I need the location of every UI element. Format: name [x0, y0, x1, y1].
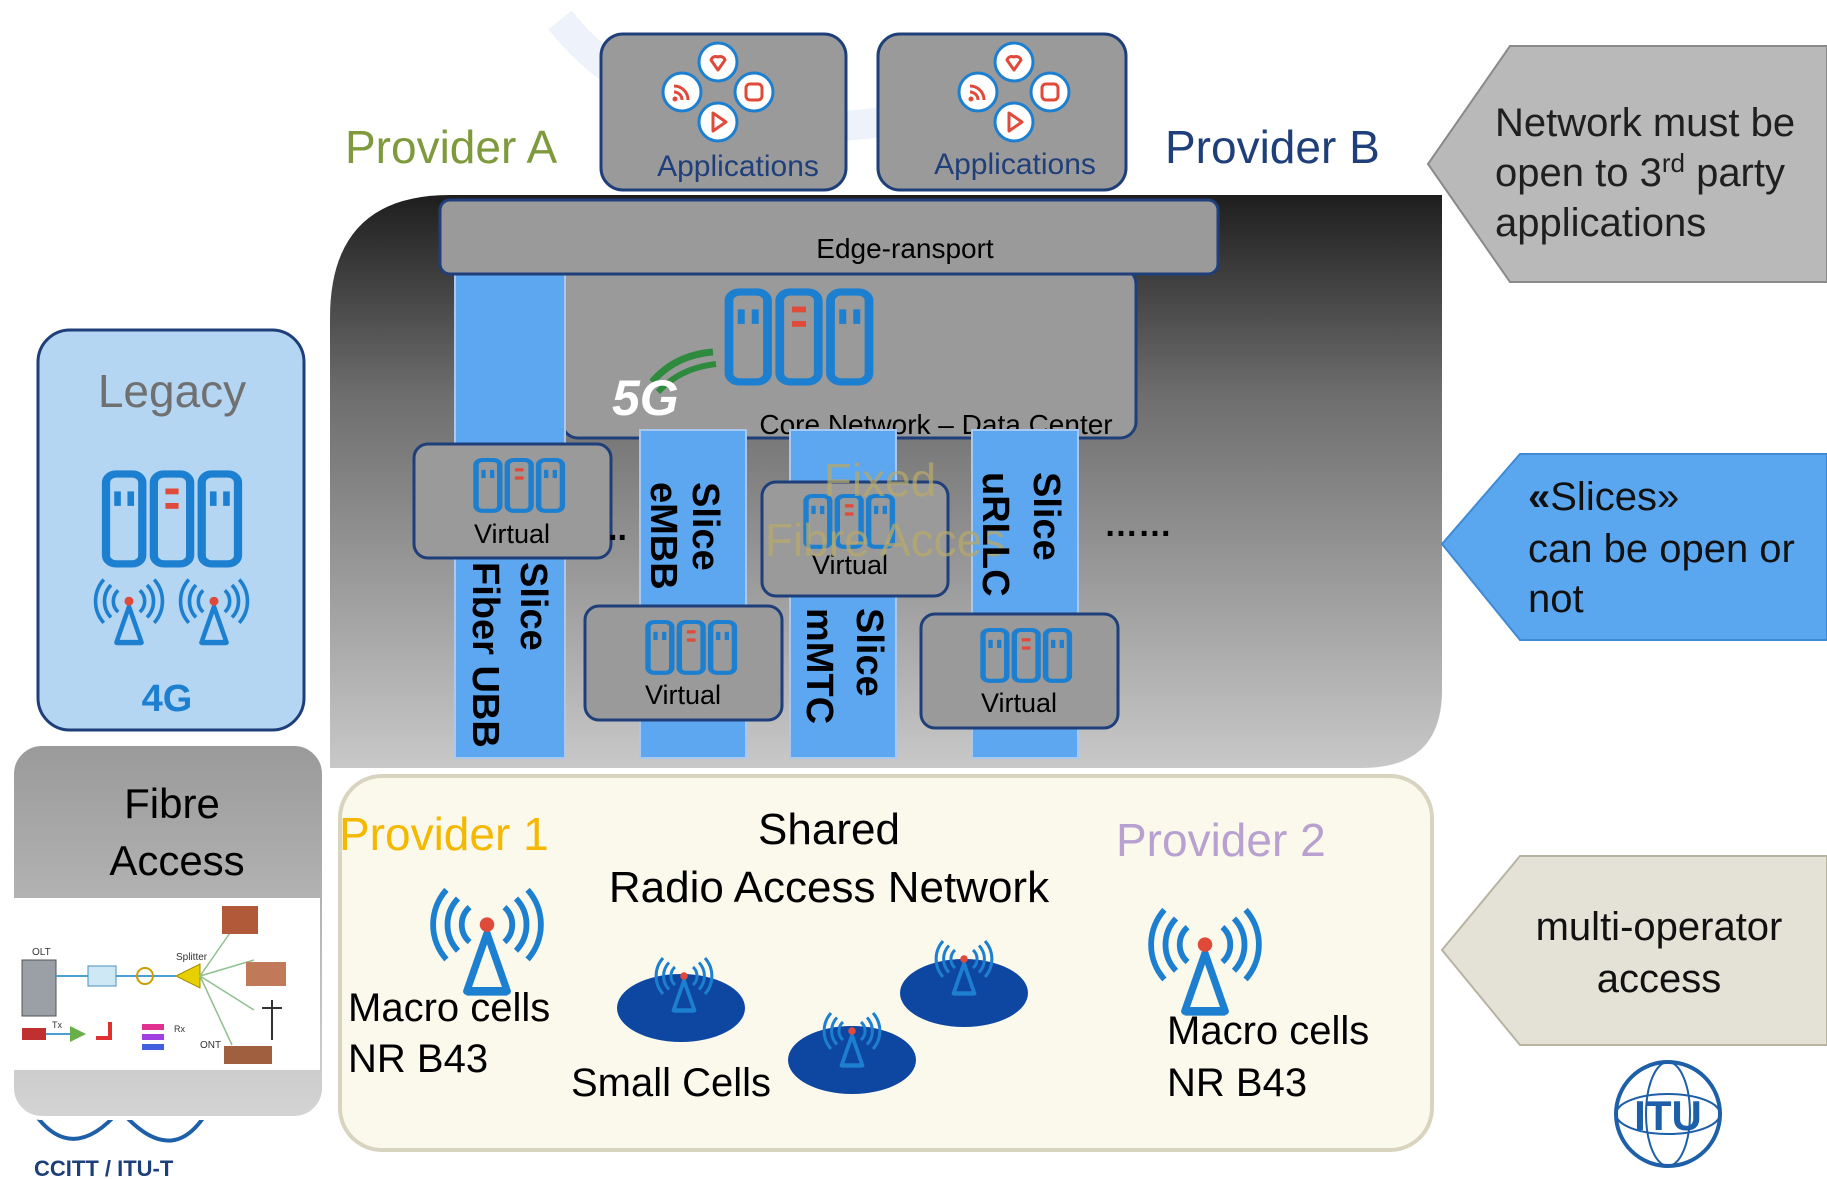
slice-fiber-ubb-line2: Fiber UBB: [464, 562, 506, 748]
fibre-access-title-line2: Access: [109, 837, 244, 884]
provider-b-label: Provider B: [1165, 121, 1380, 173]
fibre-access-box: Fibre Access OLT Splitter ONT Tx: [10, 742, 326, 1120]
callout-open-line2-sup: rd: [1662, 148, 1685, 178]
callout-slices: «Slices» can be open or not: [1440, 453, 1827, 641]
splitter-label: Splitter: [176, 952, 208, 963]
slice-mmtc-sub: mMTC: [798, 608, 840, 725]
legacy-title: Legacy: [98, 365, 246, 417]
ran-title-line1: Shared: [758, 805, 900, 854]
callout-slices-line2: can be open or: [1528, 527, 1795, 571]
more-slices-ellipsis: ……: [1104, 506, 1172, 544]
applications-label: Applications: [657, 150, 819, 183]
callout-slices-line1: «Slices»: [1528, 475, 1679, 519]
slice-fiber-ubb-label: Slice: [512, 562, 554, 651]
callout-open-line2-pre: open to 3: [1495, 151, 1662, 195]
callout-slices-line3: not: [1528, 577, 1584, 621]
slice-mmtc-line2: mMTC: [798, 608, 840, 725]
ccitt-logo-text: CCITT / ITU-T: [34, 1156, 174, 1179]
virtual-label: Virtual: [812, 550, 888, 580]
virtual-box: Virtual: [919, 612, 1120, 730]
macro-cells-left-line1: Macro cells: [348, 986, 550, 1030]
slice-embb-label: Slice: [684, 482, 726, 571]
5g-logo: 5G: [612, 348, 717, 426]
applications-label: Applications: [934, 148, 1096, 181]
slice-fiber-ubb-line1: Slice: [512, 562, 554, 651]
slice-embb-sub: eMBB: [642, 482, 684, 590]
slice-urllc-label: Slice: [1025, 472, 1067, 561]
applications-box-a: Applications: [599, 32, 848, 192]
virtual-label: Virtual: [645, 680, 721, 710]
olt-label: OLT: [32, 947, 51, 958]
shared-ran-box: Provider 1 Provider 2 Shared Radio Acces…: [338, 774, 1434, 1152]
tx-label: Tx: [52, 1020, 62, 1030]
callout-open-network: Network must be open to 3rd party applic…: [1426, 45, 1827, 283]
provider-2-label: Provider 2: [1116, 814, 1326, 866]
virtual-label: Virtual: [981, 688, 1057, 718]
edge-transport-bar: Edge-ransport: [438, 198, 1220, 276]
small-cell: [900, 941, 1028, 1027]
slice-urllc-sub: uRLLC: [974, 472, 1016, 597]
slice-fiber-ubb-sub: Fiber UBB: [464, 562, 506, 748]
slice-urllc-line2: uRLLC: [974, 472, 1016, 597]
fixed-overlay-line1: Fixed: [824, 454, 936, 506]
fibre-access-title-line1: Fibre: [124, 780, 220, 827]
rx-label: Rx: [174, 1024, 185, 1034]
slice-embb-line1: Slice: [684, 482, 726, 571]
edge-transport-label: Edge-ransport: [816, 233, 994, 264]
callout-multi-line1: multi-operator: [1536, 905, 1783, 949]
virtual-label: Virtual: [474, 519, 550, 549]
itu-logo: ITU: [1614, 1060, 1722, 1168]
legacy-tech: 4G: [142, 678, 193, 720]
slice-mmtc-label: Slice: [848, 608, 890, 697]
slice-mmtc-line1: Slice: [848, 608, 890, 697]
small-cell: [617, 958, 745, 1042]
fixed-overlay-line2: Fibre Acces: [765, 514, 1005, 566]
macro-cells-right-line2: NR B43: [1167, 1061, 1307, 1105]
macro-cells-right-line1: Macro cells: [1167, 1009, 1369, 1053]
macro-cells-left-line2: NR B43: [348, 1037, 488, 1081]
virtual-box: Virtual: [412, 442, 613, 560]
small-cells-label: Small Cells: [571, 1061, 771, 1105]
slice-embb-line2: eMBB: [642, 482, 684, 590]
callout-multi-line2: access: [1597, 957, 1722, 1001]
callout-multi-operator: multi-operator access: [1440, 855, 1827, 1046]
small-cell: [788, 1013, 916, 1094]
fibre-diagram: OLT Splitter ONT Tx Rx: [14, 898, 320, 1070]
callout-open-line1: Network must be: [1495, 101, 1795, 145]
callout-open-line3: applications: [1495, 201, 1706, 245]
virtual-box: Virtual: [760, 480, 950, 598]
legacy-box: Legacy 4G: [36, 328, 306, 732]
itu-logo-text: ITU: [1634, 1092, 1702, 1139]
callout-slices-line1-text: Slices»: [1550, 475, 1679, 519]
provider-1-label: Provider 1: [339, 808, 549, 860]
slice-urllc-line1: Slice: [1025, 472, 1067, 561]
provider-a-label: Provider A: [345, 121, 558, 173]
5g-logo-text: 5G: [612, 370, 679, 426]
callout-open-line2: open to 3rd party: [1495, 148, 1785, 195]
callout-open-line2-post: party: [1685, 151, 1785, 195]
virtual-box: Virtual: [583, 604, 784, 722]
callout-slices-mark: «: [1528, 475, 1550, 519]
slice-ellipsis-small: ..: [608, 510, 627, 548]
applications-box-b: Applications: [876, 32, 1128, 192]
ont-label: ONT: [200, 1040, 221, 1051]
core-network-box: Core Network – Data Center 5G: [560, 266, 1138, 440]
ran-title-line2: Radio Access Network: [609, 863, 1050, 912]
